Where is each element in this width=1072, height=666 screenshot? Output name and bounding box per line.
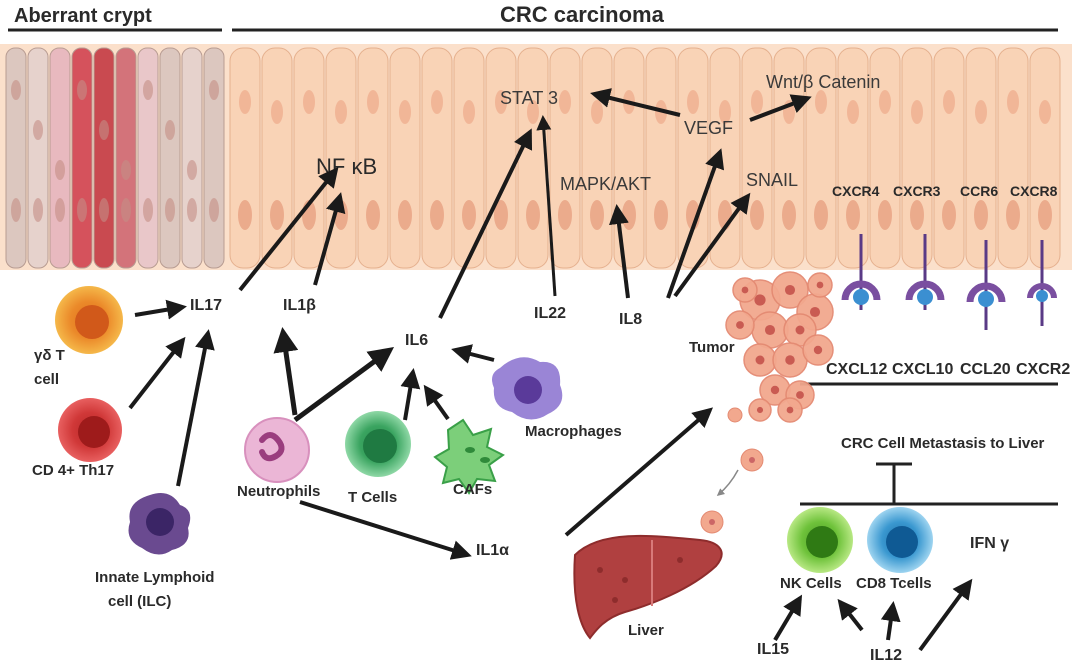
il12-label: IL12	[870, 647, 902, 664]
aberrant-crypt-title: Aberrant crypt	[14, 5, 152, 27]
ligand-ccl20-label: CCL20	[960, 361, 1011, 378]
pathway-arrow	[590, 88, 681, 117]
inhibition-bracket	[800, 462, 1058, 506]
detaching-tumor-cells	[700, 407, 764, 534]
metastasis-arrow	[716, 469, 739, 496]
tumor-mass	[725, 271, 834, 423]
cd8-tcells-label: CD8 Tcells	[856, 575, 932, 592]
cd4-th17-label: CD 4+ Th17	[32, 462, 114, 479]
ifn-gamma-label: IFN γ	[970, 535, 1009, 552]
neutrophil-cell	[244, 417, 310, 483]
pathway-arrow	[880, 601, 901, 641]
mapk-akt-label: MAPK/AKT	[560, 174, 651, 194]
pathway-arrow	[313, 192, 346, 286]
pathway-arrow	[918, 578, 973, 652]
gamma-delta-t-cell	[55, 286, 123, 354]
gd-t-cell-label-line1: γδ T	[34, 347, 65, 364]
metastasis-label: CRC Cell Metastasis to Liver	[841, 435, 1045, 452]
nk-cell	[787, 507, 853, 573]
pathway-arrow	[837, 598, 864, 632]
receptor-cxcr8	[1027, 240, 1057, 326]
il22-label: IL22	[534, 305, 566, 322]
pathway-arrow	[673, 192, 751, 298]
wnt-beta-catenin-label: Wnt/β Catenin	[766, 72, 880, 92]
caf-cells	[433, 418, 505, 495]
ilc-label-line2: cell (ILC)	[108, 593, 171, 610]
pathway-arrow	[536, 115, 557, 297]
macrophage-cell	[492, 357, 563, 420]
liver-label: Liver	[628, 622, 664, 639]
ilc-label-line1: Innate Lymphoid	[95, 569, 214, 586]
carcinoma-cells	[229, 47, 1061, 269]
cafs-label: CAFs	[453, 481, 492, 498]
ligand-cxcr2-label: CXCR2	[1016, 361, 1070, 378]
cd4-th17-cell	[58, 398, 122, 462]
pathway-arrow	[773, 594, 803, 642]
crc-carcinoma-title: CRC carcinoma	[500, 2, 665, 27]
receptor-cxcr4	[841, 234, 881, 310]
pathway-arrow	[423, 384, 450, 421]
tumor-label: Tumor	[689, 339, 735, 356]
pathway-arrow	[273, 327, 299, 416]
pathway-arrow	[134, 299, 187, 320]
il6-label: IL6	[405, 332, 428, 349]
receptor-ccr6-label: CCR6	[960, 183, 998, 199]
il17-label: IL17	[190, 297, 222, 314]
vegf-label: VEGF	[684, 118, 733, 138]
receptor-ccr6	[966, 240, 1006, 330]
il8-label: IL8	[619, 311, 642, 328]
arrows	[128, 88, 973, 652]
nfkb-label: NF κB	[316, 154, 377, 179]
il15-label: IL15	[757, 641, 789, 658]
nk-cells-label: NK Cells	[780, 575, 842, 592]
pathway-arrow	[438, 128, 533, 319]
pathway-arrow	[400, 368, 421, 421]
liver-organ	[573, 534, 723, 640]
ligand-cxcl10-label: CXCL10	[892, 361, 953, 378]
stat3-label: STAT 3	[500, 88, 558, 108]
neutrophils-label: Neutrophils	[237, 483, 320, 500]
macrophages-label: Macrophages	[525, 423, 622, 440]
aberrant-crypt-cells	[5, 47, 225, 269]
il1b-label: IL1β	[283, 297, 316, 314]
pathway-arrow	[666, 148, 725, 299]
il1a-label: IL1α	[476, 542, 509, 559]
receptor-cxcr3-label: CXCR3	[893, 183, 941, 199]
pathway-arrow	[128, 336, 186, 410]
pathway-arrow	[299, 500, 472, 560]
pathway-arrow	[564, 407, 714, 537]
gd-t-cell-label-line2: cell	[34, 371, 59, 388]
pathway-arrow	[609, 204, 630, 299]
pathway-arrow	[451, 344, 495, 364]
receptor-cxcr8-label: CXCR8	[1010, 183, 1058, 199]
pathway-arrow	[293, 347, 395, 423]
t-cell	[345, 411, 411, 477]
pathway-arrow	[749, 94, 812, 122]
t-cells-label: T Cells	[348, 489, 397, 506]
pathway-arrow	[176, 329, 215, 487]
receptor-ligand-group	[841, 234, 1057, 330]
cd8-t-cell	[867, 507, 933, 573]
receptor-cxcr3	[905, 234, 945, 310]
ligand-cxcl12-label: CXCL12	[826, 361, 887, 378]
snail-label: SNAIL	[746, 170, 798, 190]
pathway-arrow	[238, 166, 339, 292]
receptor-cxcr4-label: CXCR4	[832, 183, 880, 199]
ilc-cell	[128, 492, 191, 555]
